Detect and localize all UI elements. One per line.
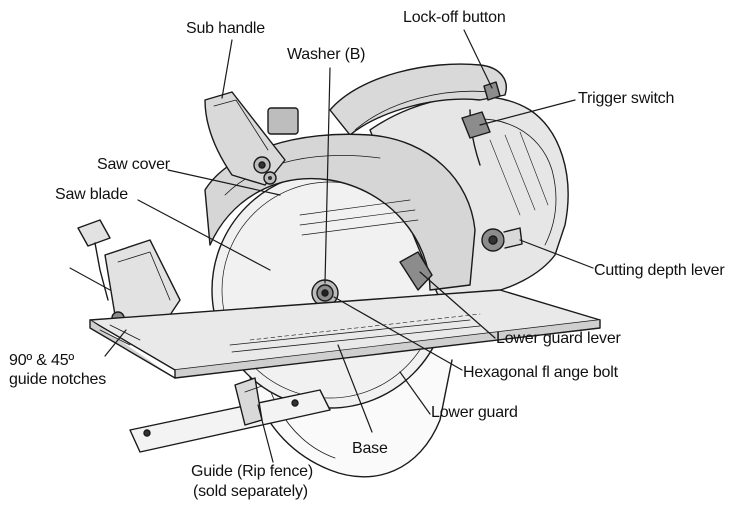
trigger-shape bbox=[461, 111, 491, 139]
label-rip-fence-line2: (sold separately) bbox=[193, 483, 308, 500]
blade-hub-shape bbox=[311, 279, 339, 307]
leader-lines bbox=[104, 29, 594, 463]
label-hexagonal-flange-bolt: Hexagonal fl ange bolt bbox=[463, 364, 618, 381]
base-plate-shape bbox=[89, 289, 601, 379]
main-handle-shape bbox=[329, 63, 507, 166]
leader-trigger bbox=[479, 99, 576, 126]
label-base: Base bbox=[352, 440, 388, 457]
label-sub-handle: Sub handle bbox=[186, 20, 265, 37]
leader-depth-lever bbox=[519, 239, 594, 269]
label-guide-notches-line2: guide notches bbox=[9, 371, 107, 388]
label-lower-guard-lever: Lower guard lever bbox=[496, 330, 621, 347]
arbor-lock-shape bbox=[267, 107, 299, 135]
label-washer-b: Washer (B) bbox=[287, 46, 366, 63]
motor-housing-shape bbox=[369, 95, 569, 301]
sub-handle-shape bbox=[204, 91, 286, 186]
label-guide-notches-line1: 90º & 45º bbox=[9, 352, 75, 369]
label-rip-fence-line1: Guide (Rip fence) bbox=[191, 463, 313, 480]
bevel-bracket-shape bbox=[69, 219, 181, 331]
leader-lock-off bbox=[463, 29, 493, 89]
depth-lever-shape bbox=[481, 227, 523, 252]
leader-guide-notches bbox=[104, 329, 127, 357]
label-saw-cover: Saw cover bbox=[97, 156, 170, 173]
label-saw-blade: Saw blade bbox=[55, 186, 128, 203]
label-lower-guard: Lower guard bbox=[431, 404, 518, 421]
leader-saw-cover bbox=[167, 169, 281, 196]
leader-lower-guard bbox=[399, 371, 431, 415]
leader-saw-blade bbox=[137, 199, 271, 271]
leader-sub-handle bbox=[221, 39, 233, 99]
leader-rip-fence bbox=[257, 404, 274, 463]
label-cutting-depth-lever: Cutting depth lever bbox=[594, 262, 725, 279]
label-lock-off-button: Lock-off button bbox=[403, 9, 506, 26]
leader-flange-bolt bbox=[333, 296, 463, 371]
label-trigger-switch: Trigger switch bbox=[578, 90, 675, 107]
leader-washer bbox=[324, 67, 331, 284]
leader-base bbox=[337, 344, 373, 433]
lock-off-shape bbox=[483, 81, 501, 101]
leader-lower-guard-lever bbox=[419, 271, 496, 339]
lower-guard-lever-shape bbox=[399, 251, 433, 291]
